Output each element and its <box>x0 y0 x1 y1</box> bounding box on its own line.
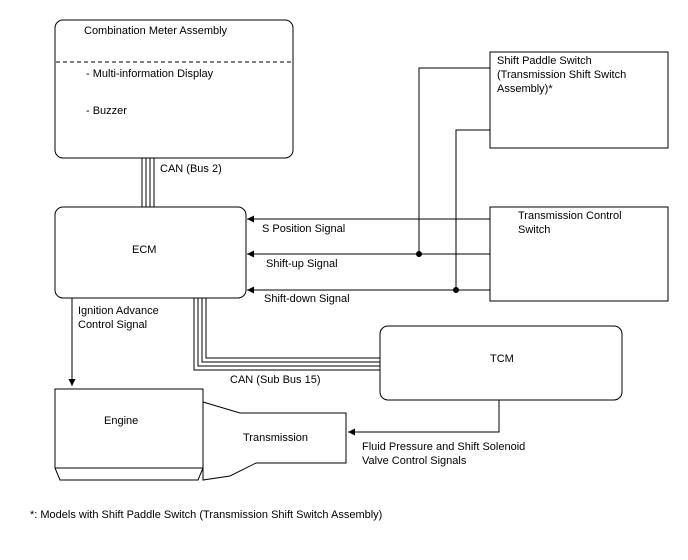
shift-up-junction <box>416 251 422 257</box>
shift-paddle-switch-line3: Assembly)* <box>497 83 553 95</box>
transmission-control-switch-line2: Switch <box>518 224 550 236</box>
engine-shape: Engine <box>54 388 204 481</box>
fluid-pressure-label-line1: Fluid Pressure and Shift Solenoid <box>362 441 525 453</box>
transmission-shape: Transmission <box>202 401 347 481</box>
can-bus2-label: CAN (Bus 2) <box>160 163 222 175</box>
tcm-box: TCM <box>379 325 623 401</box>
can-bus2-line <box>141 158 155 207</box>
shift-up-signal-label: Shift-up Signal <box>266 258 338 270</box>
can-sub-bus15-line <box>193 298 380 371</box>
paddle-shift-up-wire <box>418 67 490 254</box>
shift-down-junction <box>453 287 459 293</box>
ignition-advance-label-line2: Control Signal <box>78 319 147 331</box>
shift-paddle-switch: Shift Paddle Switch (Transmission Shift … <box>489 51 669 149</box>
ecm-label: ECM <box>132 244 156 256</box>
combination-meter-assembly: Combination Meter Assembly - Multi-infor… <box>54 19 294 159</box>
fluid-pressure-signal-line <box>348 400 500 436</box>
combination-meter-title: Combination Meter Assembly <box>84 25 228 37</box>
engine-label: Engine <box>104 415 138 427</box>
transmission-control-switch: Transmission Control Switch <box>489 206 669 302</box>
multi-information-display-label: - Multi-information Display <box>86 68 214 80</box>
ignition-advance-label-line1: Ignition Advance <box>78 305 159 317</box>
buzzer-label: - Buzzer <box>86 105 127 117</box>
shift-paddle-switch-line1: Shift Paddle Switch <box>497 55 592 67</box>
ecm-box: ECM <box>54 206 247 299</box>
s-position-signal-label: S Position Signal <box>262 223 345 235</box>
footnote: *: Models with Shift Paddle Switch (Tran… <box>30 509 382 521</box>
shift-paddle-switch-line2: (Transmission Shift Switch <box>497 69 626 81</box>
shift-down-signal-label: Shift-down Signal <box>264 293 350 305</box>
transmission-label: Transmission <box>243 432 308 444</box>
fluid-pressure-label-line2: Valve Control Signals <box>362 455 467 467</box>
transmission-control-switch-line1: Transmission Control <box>518 210 622 222</box>
paddle-shift-down-wire <box>455 129 490 290</box>
tcm-label: TCM <box>490 353 514 365</box>
can-sub-bus15-label: CAN (Sub Bus 15) <box>230 374 320 386</box>
